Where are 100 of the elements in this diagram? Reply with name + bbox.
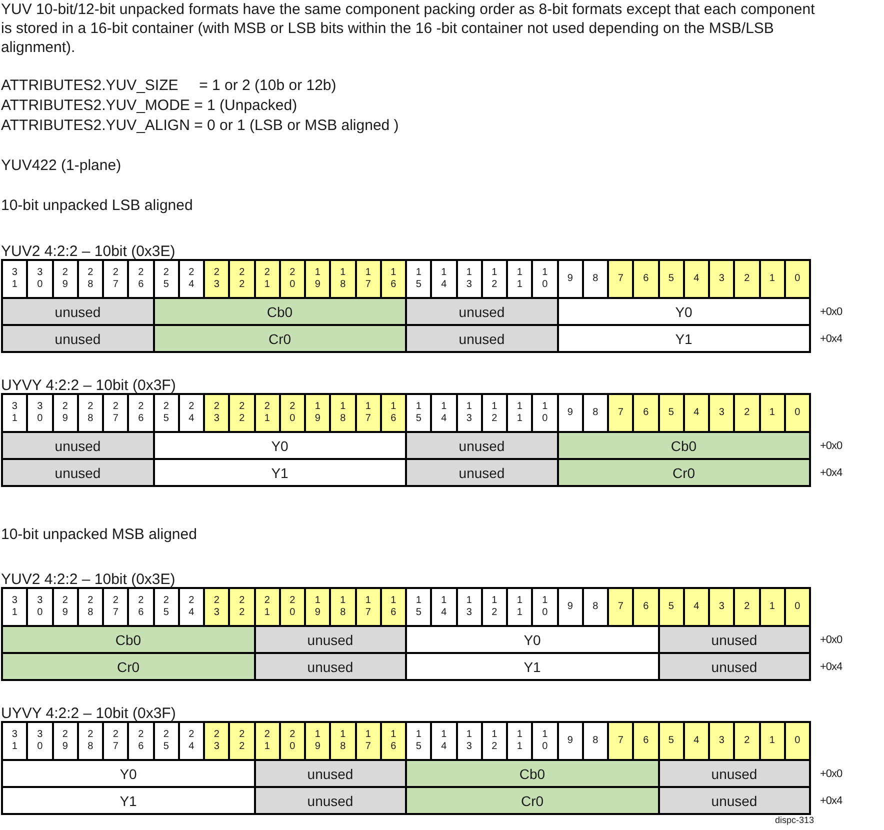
bit-number-cell: 6	[634, 723, 658, 759]
bit-number-cell: 20	[280, 589, 304, 625]
field-cell: unused	[256, 788, 405, 813]
bit-number-cell: 31	[3, 589, 26, 625]
bit-number-cell: 11	[508, 723, 532, 759]
field-cell: unused	[3, 433, 152, 458]
offset-label: +0x4	[820, 795, 842, 807]
bit-number-cell: 21	[256, 395, 279, 431]
text-line: YUV422 (1-plane)	[1, 156, 122, 175]
offset-label: +0x0	[820, 440, 842, 452]
bit-number-cell: 12	[482, 723, 506, 759]
table-title: UYVY 4:2:2 – 10bit (0x3F)	[1, 706, 177, 721]
bit-number-cell: 30	[28, 723, 52, 759]
bit-number-cell: 23	[205, 589, 228, 625]
bit-number-cell: 9	[558, 261, 582, 297]
bit-number-cell: 17	[356, 261, 380, 297]
bit-number-cell: 8	[584, 723, 607, 759]
bit-number-cell: 0	[786, 261, 809, 297]
bit-number-cell: 10	[533, 395, 556, 431]
bit-number-cell: 10	[533, 589, 556, 625]
bit-number-cell: 23	[205, 395, 228, 431]
bit-number-cell: 14	[432, 261, 456, 297]
bit-number-cell: 2	[735, 395, 758, 431]
bit-number-cell: 7	[609, 395, 632, 431]
bit-number-cell: 1	[760, 589, 784, 625]
field-cell: unused	[3, 299, 152, 324]
bit-number-cell: 5	[660, 589, 683, 625]
bit-number-cell: 26	[129, 395, 152, 431]
bit-number-cell: 3	[710, 723, 734, 759]
bit-number-cell: 3	[710, 589, 734, 625]
table-title: YUV2 4:2:2 – 10bit (0x3E)	[1, 244, 176, 259]
bit-number-cell: 4	[684, 589, 708, 625]
bit-number-cell: 8	[584, 395, 607, 431]
text-line: ATTRIBUTES2.YUV_MODE = 1 (Unpacked)	[1, 96, 298, 115]
offset-label: +0x4	[820, 333, 842, 345]
bit-number-cell: 8	[584, 589, 607, 625]
bit-number-cell: 26	[129, 589, 152, 625]
bit-number-cell: 24	[180, 589, 203, 625]
bit-number-cell: 6	[634, 395, 658, 431]
bit-number-cell: 1	[760, 261, 784, 297]
bit-number-cell: 27	[104, 261, 128, 297]
bit-number-cell: 31	[3, 261, 26, 297]
bit-number-cell: 26	[129, 723, 152, 759]
bit-number-cell: 28	[78, 261, 102, 297]
bit-number-cell: 19	[306, 723, 330, 759]
bit-number-cell: 1	[760, 723, 784, 759]
bit-number-cell: 31	[3, 395, 26, 431]
field-cell: unused	[660, 761, 809, 786]
bit-number-cell: 22	[230, 261, 254, 297]
bit-number-cell: 5	[660, 723, 683, 759]
bit-number-cell: 17	[356, 589, 380, 625]
bit-number-cell: 21	[256, 589, 279, 625]
field-cell: Y0	[558, 299, 809, 324]
offset-label: +0x0	[820, 306, 842, 318]
text-line: ATTRIBUTES2.YUV_ALIGN = 0 or 1 (LSB or MSB aligned )	[1, 116, 400, 135]
field-cell: unused	[407, 460, 556, 485]
bit-number-cell: 24	[180, 395, 203, 431]
field-cell: Cb0	[3, 627, 254, 652]
table-title: UYVY 4:2:2 – 10bit (0x3F)	[1, 378, 177, 393]
bit-number-cell: 2	[735, 589, 758, 625]
field-cell: unused	[3, 326, 152, 351]
bit-number-cell: 7	[609, 723, 632, 759]
field-cell: unused	[256, 654, 405, 679]
bit-number-cell: 28	[78, 589, 102, 625]
text-line: ATTRIBUTES2.YUV_SIZE = 1 or 2 (10b or 12b)	[1, 76, 338, 95]
bit-number-cell: 16	[382, 261, 405, 297]
field-cell: unused	[407, 299, 556, 324]
bit-number-cell: 29	[54, 261, 77, 297]
bit-number-cell: 3	[710, 261, 734, 297]
field-cell: Cr0	[407, 788, 658, 813]
field-cell: unused	[256, 761, 405, 786]
bit-number-cell: 15	[407, 723, 430, 759]
bit-number-cell: 22	[230, 723, 254, 759]
bit-number-cell: 7	[609, 589, 632, 625]
field-cell: unused	[660, 788, 809, 813]
text-line: 10-bit unpacked MSB aligned	[1, 525, 198, 544]
description-paragraph: YUV 10-bit/12-bit unpacked formats have the same component packing order as 8-bit formats except that each component is stored in a 16-bit container (with MSB or LSB bits within the 16 -bit container not used depending on the MSB/LSB alignment).	[1, 0, 816, 57]
bit-number-cell: 29	[54, 723, 77, 759]
bit-number-cell: 25	[154, 723, 178, 759]
offset-label: +0x4	[820, 661, 842, 673]
offset-label: +0x0	[820, 634, 842, 646]
bit-number-cell: 19	[306, 261, 330, 297]
bit-number-cell: 16	[382, 723, 405, 759]
bit-number-cell: 20	[280, 261, 304, 297]
bit-number-cell: 30	[28, 395, 52, 431]
bit-number-cell: 5	[660, 261, 683, 297]
field-cell: unused	[407, 326, 556, 351]
bit-number-cell: 16	[382, 395, 405, 431]
bit-number-cell: 6	[634, 261, 658, 297]
bit-number-cell: 25	[154, 261, 178, 297]
bit-number-cell: 11	[508, 589, 532, 625]
bit-number-cell: 30	[28, 589, 52, 625]
bit-number-cell: 16	[382, 589, 405, 625]
bit-number-cell: 6	[634, 589, 658, 625]
bit-number-cell: 2	[735, 261, 758, 297]
bit-number-cell: 20	[280, 723, 304, 759]
field-cell: Cr0	[558, 460, 809, 485]
field-cell: Y1	[558, 326, 809, 351]
bit-number-cell: 28	[78, 723, 102, 759]
bit-number-cell: 0	[786, 589, 809, 625]
